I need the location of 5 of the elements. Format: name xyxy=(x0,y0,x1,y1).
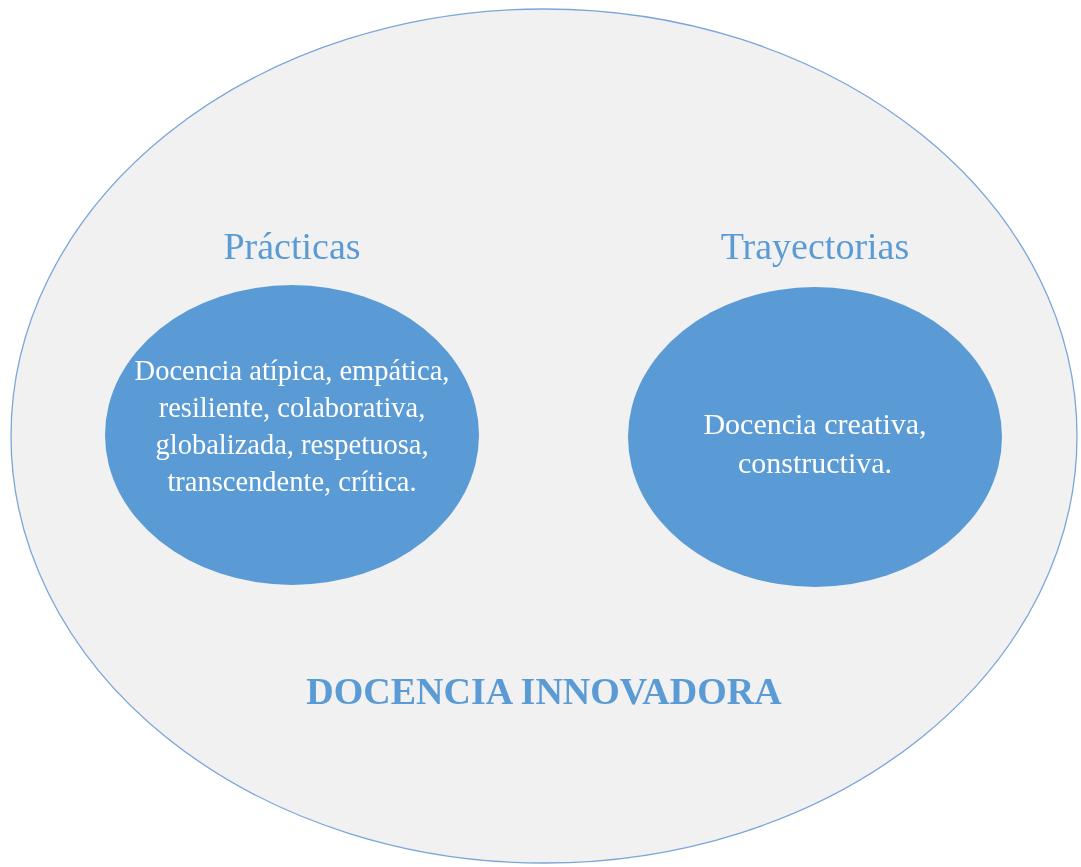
section-heading: Trayectorias xyxy=(719,224,911,269)
section-heading: Prácticas xyxy=(222,224,362,269)
ellipse-text: Docencia creativa, constructiva. xyxy=(702,406,928,481)
ellipse-label: DOCENCIA INNOVADORA xyxy=(305,669,783,714)
ellipse-text: Docencia atípica, empática, resiliente, colaborativa, globalizada, respetuosa, transcendente, crítica. xyxy=(133,354,451,500)
